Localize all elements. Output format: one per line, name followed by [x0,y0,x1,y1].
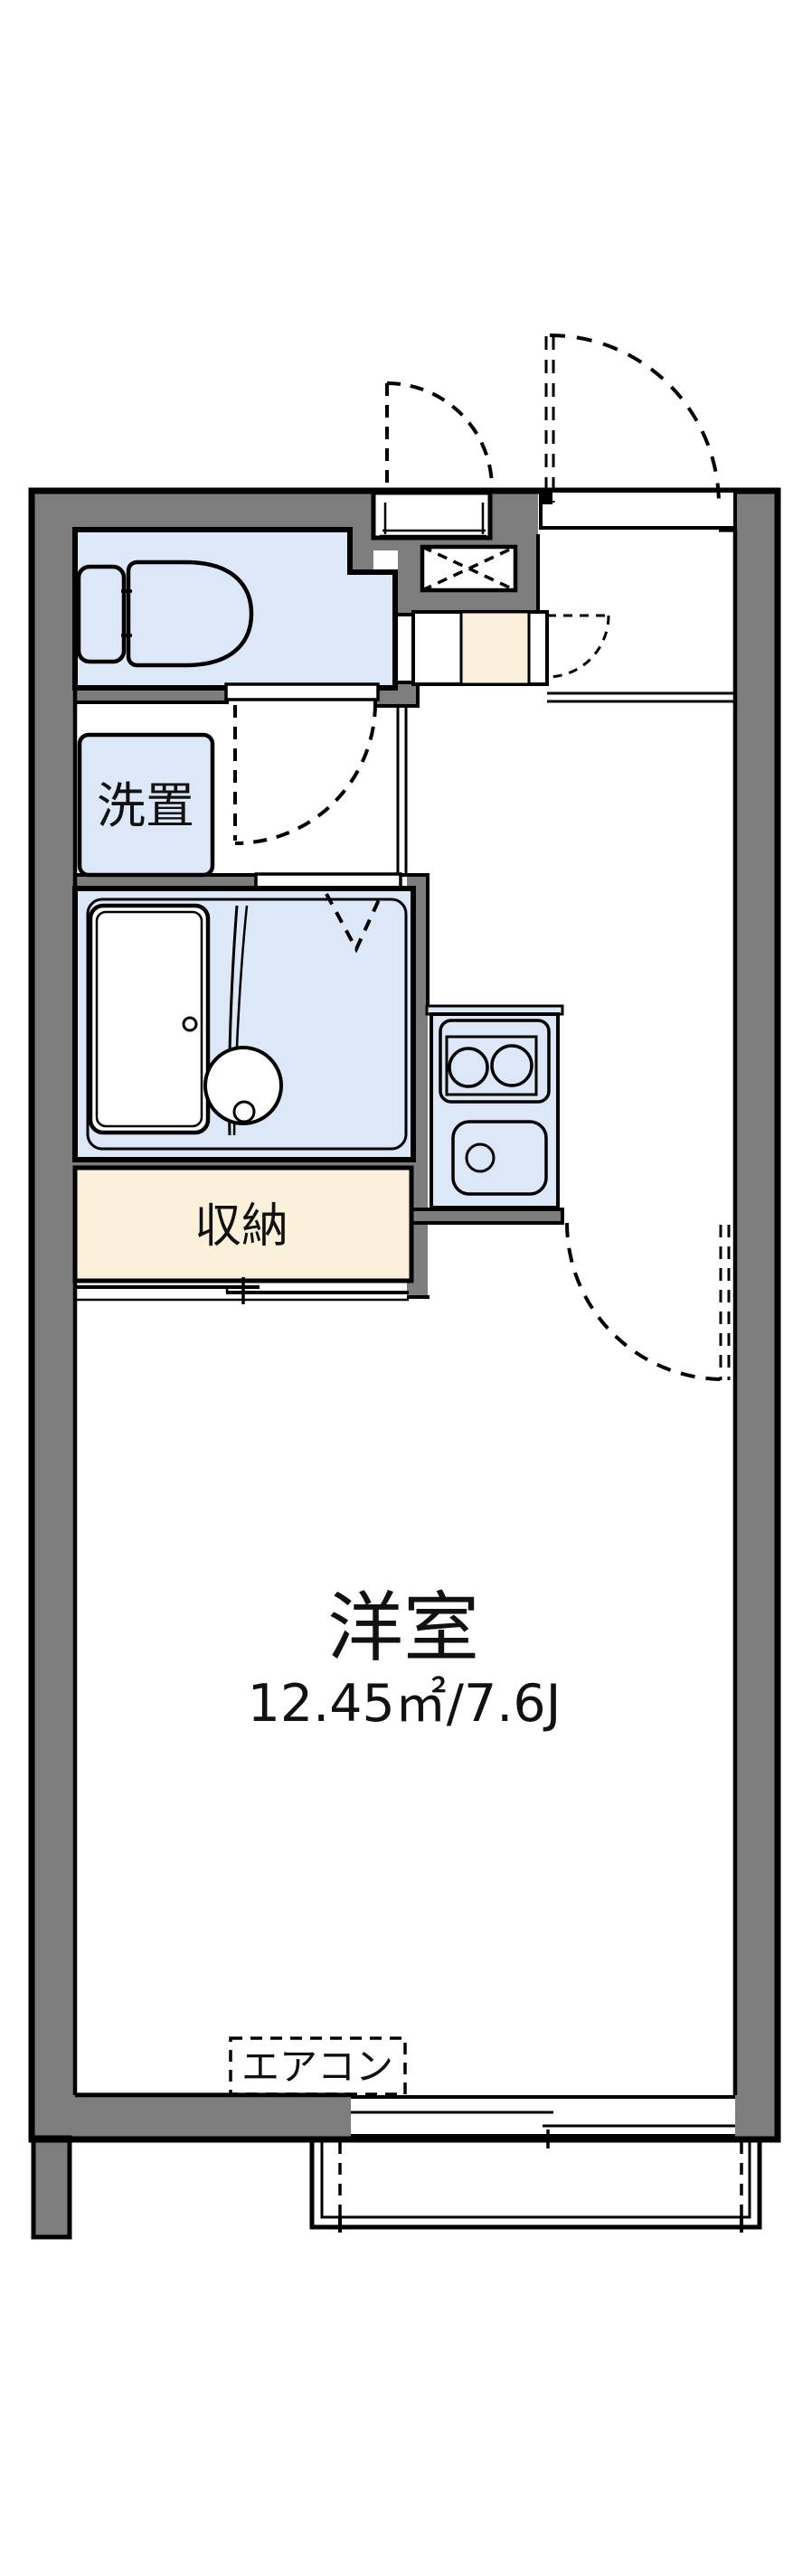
entrance-door-threshold [539,489,737,530]
toilet-room [72,527,398,845]
wall-door-stub [408,1208,564,1225]
storage-sliding-door-icon [77,1277,409,1304]
wall-nook [350,491,373,574]
aircon-label: エアコン [241,2045,393,2089]
room-door-swing-icon [565,1222,731,1381]
laundry-label: 洗置 [97,777,194,834]
laundry-floor [77,732,215,878]
stove-icon [439,1019,551,1104]
wall-nook [490,491,538,538]
storage-floor [72,1165,414,1283]
entrance-door-swing-icon [544,334,721,505]
bath-inner-outline [86,898,408,1151]
entrance-area [371,334,737,703]
bath-room [72,872,416,1162]
wall-bottom [32,2092,351,2139]
aircon-box: エアコン [229,2036,407,2096]
wall-left [32,491,75,2139]
wall-right [735,491,778,2139]
sink-icon [451,1120,548,1196]
trunk-door-swing-icon [385,381,494,489]
balcony-window-icon [351,2095,735,2148]
laundry-space: 洗置 [77,732,215,878]
bathtub-icon [88,903,211,1135]
bath-folding-door-icon [325,893,383,954]
room-name-label: 洋室 [327,1584,479,1672]
shoe-cabinet [411,610,549,686]
wall-top-left [32,491,377,532]
shower-stool-icon [203,1046,283,1125]
toilet-door-threshold [224,682,380,701]
entrance-tataki-box [420,544,518,593]
washroom-partition [396,704,408,873]
wall-left-stub [31,2135,72,2240]
kitchen-unit [425,1004,564,1209]
trunk-storage-box [371,490,493,541]
wall-face-lines [72,527,738,2098]
storage-label: 収納 [194,1199,288,1254]
western-room: 洋室 12.45㎡/7.6J エアコン [229,1584,562,2096]
room-area-label: 12.45㎡/7.6J [248,1674,562,1734]
toilet-door-swing-icon [233,702,377,845]
shoe-cabinet-door-swing-icon [546,614,610,679]
storage-room: 収納 [72,1165,414,1304]
balcony [309,2139,762,2233]
entrance-step-line [547,691,737,703]
door-frame-notch [541,491,552,504]
toilet-icon [76,559,254,668]
kitchen-counter [430,1012,560,1209]
